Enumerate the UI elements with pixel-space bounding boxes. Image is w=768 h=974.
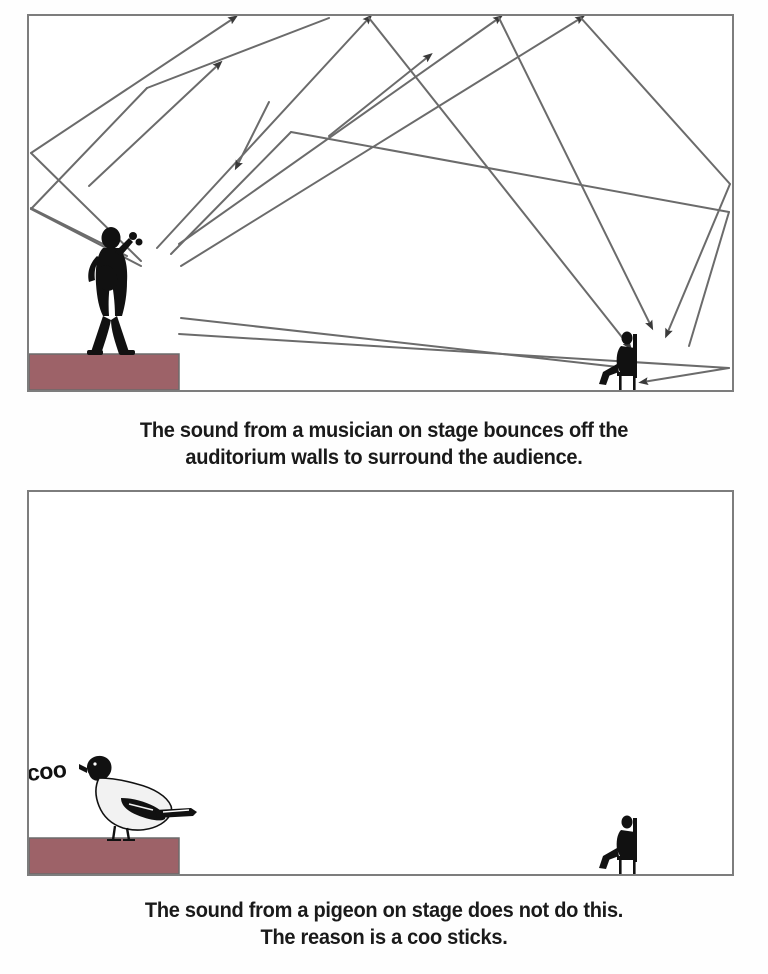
ray-2b (30, 87, 148, 210)
pigeon-beak (79, 764, 87, 773)
chair-seat (617, 856, 637, 860)
caption-2-line-1: The sound from a pigeon on stage does no… (144, 898, 624, 922)
panel-1-illustration (29, 16, 731, 390)
ray-6b (290, 131, 730, 213)
panel-auditorium-pigeon: coo (27, 490, 734, 876)
ray-6c (688, 211, 730, 347)
pigeon (79, 755, 197, 841)
ray-3 (156, 16, 373, 249)
ray-2c (146, 17, 330, 89)
ray-5c (665, 183, 731, 339)
sound-ray-group (30, 16, 731, 386)
chair-seat (617, 372, 637, 376)
caption-2-line-2: The reason is a coo sticks. (260, 925, 508, 949)
ray-direct-3 (638, 367, 730, 386)
ray-1 (30, 152, 142, 262)
ray-8b (88, 60, 223, 187)
pigeon-leg-front (111, 825, 117, 841)
ray-7 (328, 53, 433, 137)
pigeon-leg-back (125, 827, 131, 841)
ray-6 (170, 131, 292, 255)
ray-5 (180, 16, 586, 267)
musician-silhouette (87, 227, 143, 355)
ray-3b (368, 17, 632, 350)
ray-direct-1 (180, 317, 632, 372)
chair-leg-back (633, 374, 636, 390)
ray-direct-2 (178, 333, 730, 369)
caption-1-line-2: auditorium walls to surround the audienc… (185, 445, 583, 469)
chair-leg-back (633, 858, 636, 874)
chair-leg-front (619, 858, 622, 874)
caption-panel-1: The sound from a musician on stage bounc… (27, 417, 741, 471)
stage-block (29, 837, 180, 874)
chair-leg-front (619, 374, 622, 390)
chair-back (633, 334, 637, 378)
ray-4b (498, 17, 654, 331)
ray-4 (178, 16, 503, 245)
ray-5b (580, 17, 731, 185)
audience-silhouette (599, 815, 637, 874)
ray-7b (234, 101, 270, 171)
caption-panel-2: The sound from a pigeon on stage does no… (27, 897, 741, 951)
pigeon-wing (121, 798, 166, 821)
audience-silhouette (599, 331, 637, 390)
ray-1b (30, 16, 238, 154)
pigeon-eye (93, 762, 97, 766)
caption-1-line-1: The sound from a musician on stage bounc… (139, 418, 629, 442)
coo-sound-label: coo (27, 755, 68, 786)
chair-back (633, 818, 637, 862)
stage-block (29, 353, 180, 390)
panel-2-illustration (29, 755, 637, 874)
panel-auditorium-musician (27, 14, 734, 392)
